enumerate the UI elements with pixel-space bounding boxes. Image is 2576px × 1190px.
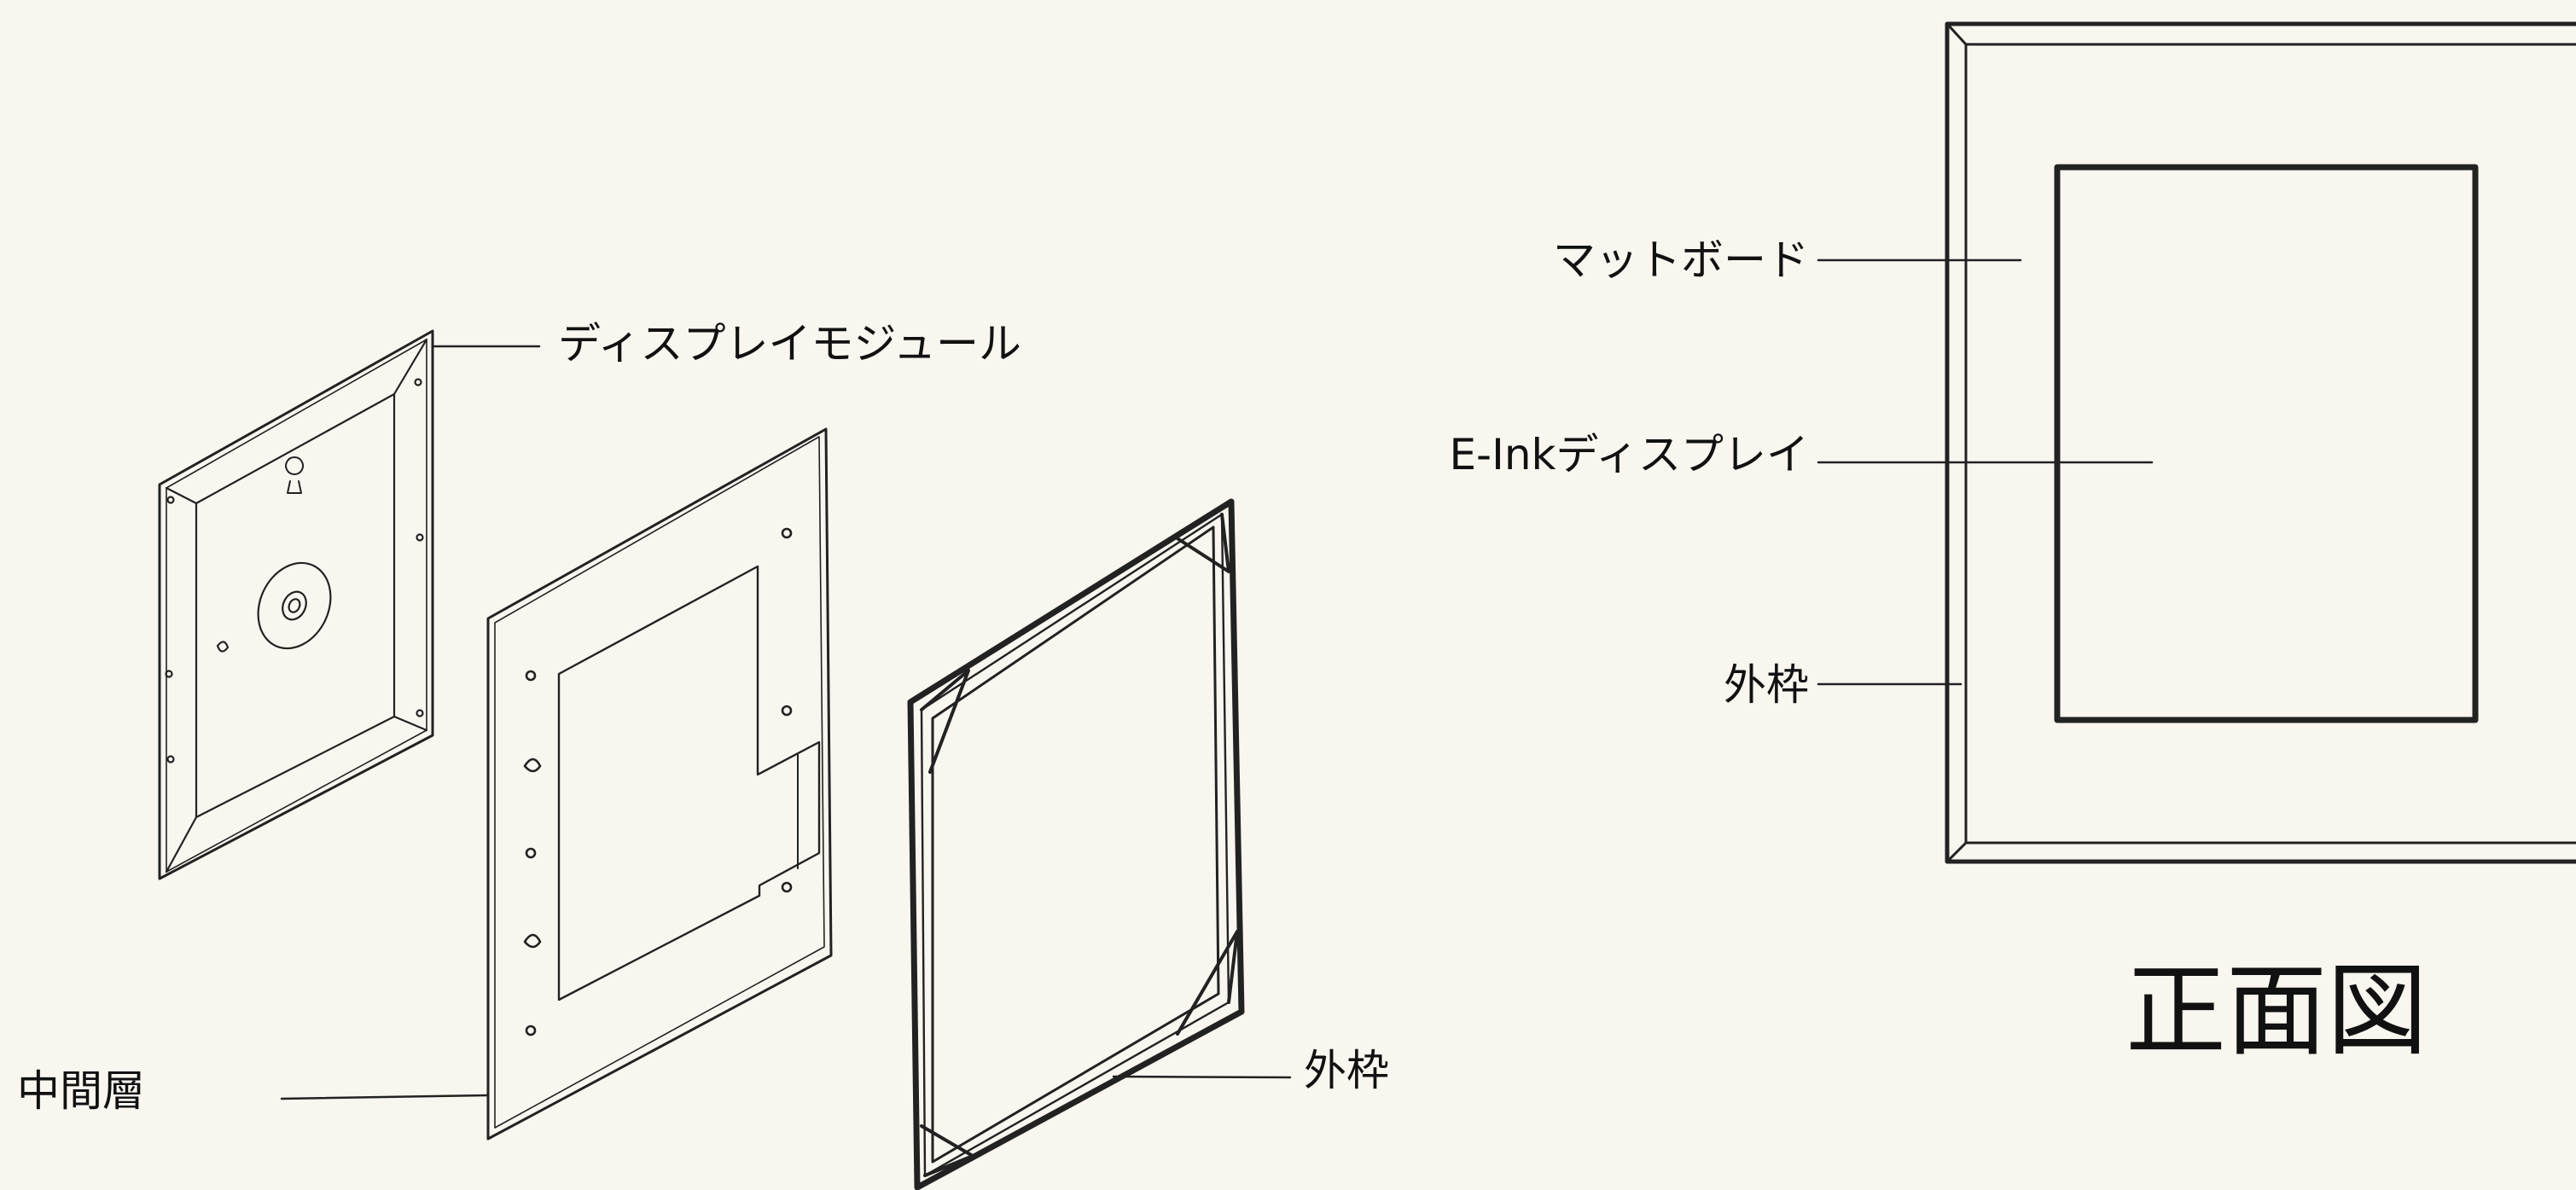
eink-display-label: E-Inkディスプレイ <box>1449 430 1809 479</box>
outer-frame-exploded <box>907 498 1292 1190</box>
display-module <box>158 329 541 880</box>
front-frame <box>1945 21 2576 864</box>
display-module-label: ディスプレイモジュール <box>558 319 1021 369</box>
exploded-view: ディスプレイモジュール 中間層 外枠 <box>17 319 1389 1190</box>
middle-layer <box>280 427 833 1141</box>
middle-layer-label: 中間層 <box>17 1066 145 1116</box>
front-view: マットボード E-Inkディスプレイ 外枠 正面図 <box>1449 21 2576 1070</box>
outer-frame-label-front: 外枠 <box>1724 660 1809 710</box>
eink-display-panel <box>2054 164 2479 723</box>
front-view-title: 正面図 <box>2125 952 2428 1070</box>
mat-board-label: マットボード <box>1553 235 1809 285</box>
outer-frame-label-exploded: 外枠 <box>1304 1046 1389 1095</box>
